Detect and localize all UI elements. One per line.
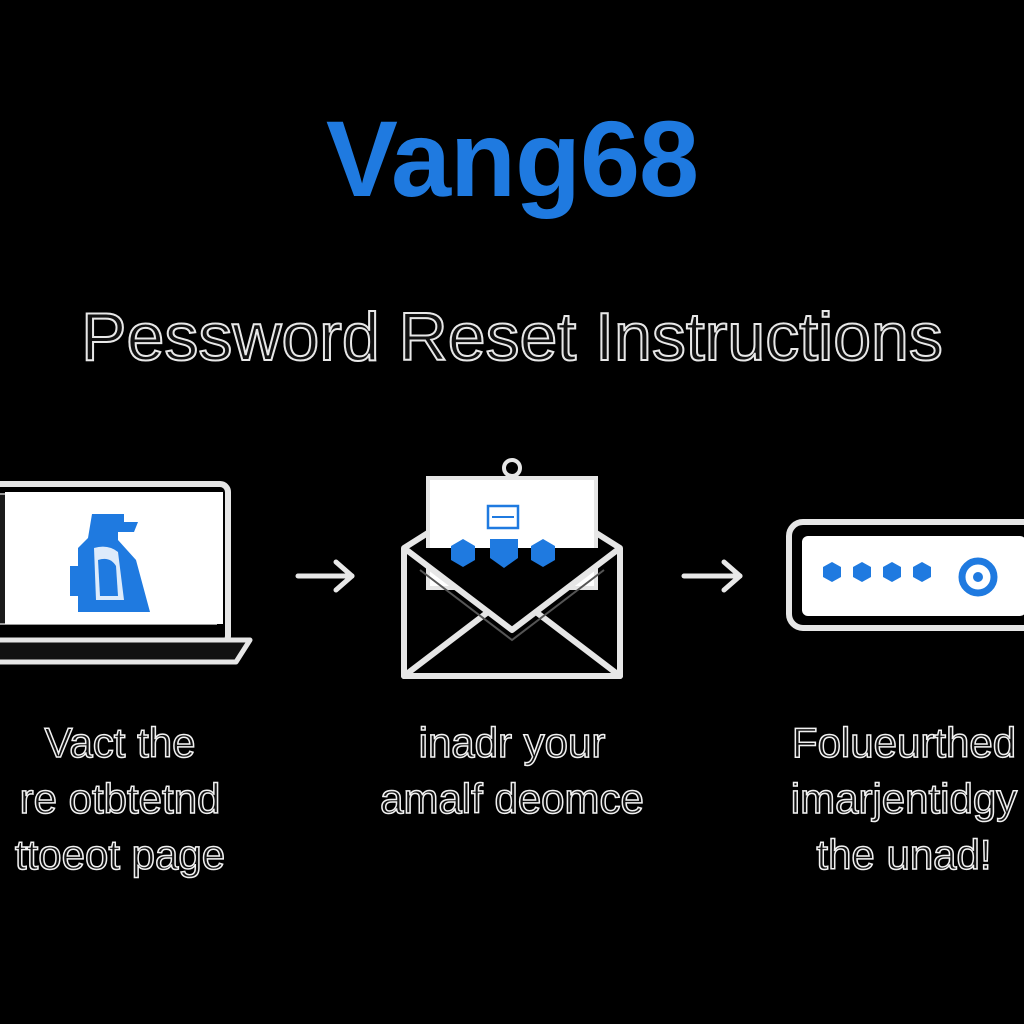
step-1-line-3: ttoeot page xyxy=(14,830,226,879)
step-1-line-2: re otbtetnd xyxy=(19,774,221,823)
step-3-line-2: imarjentidgy xyxy=(790,774,1018,823)
brand-title: Vang68 xyxy=(325,98,699,219)
password-field-icon xyxy=(786,519,1024,631)
step-1-line-1: Vact the xyxy=(44,718,196,767)
arrow-right-icon xyxy=(295,559,355,593)
arrow-right-icon xyxy=(681,559,743,593)
step-3-caption: Folueurthed imarjentidgy the unad! xyxy=(734,715,1024,883)
step-2-caption: inadr your amalf deomce xyxy=(342,715,682,827)
step-2-line-2: amalf deomce xyxy=(379,774,644,823)
kettle-icon xyxy=(70,514,150,612)
step-3-line-3: the unad! xyxy=(816,830,993,879)
step-1-caption: Vact the re otbtetnd ttoeot page xyxy=(0,715,290,883)
page-title: Pessword Reset Instructions xyxy=(80,299,944,376)
laptop-icon xyxy=(0,481,253,665)
step-3-line-1: Folueurthed xyxy=(791,718,1017,767)
open-envelope-icon xyxy=(401,458,623,679)
step-2-line-1: inadr your xyxy=(418,718,606,767)
